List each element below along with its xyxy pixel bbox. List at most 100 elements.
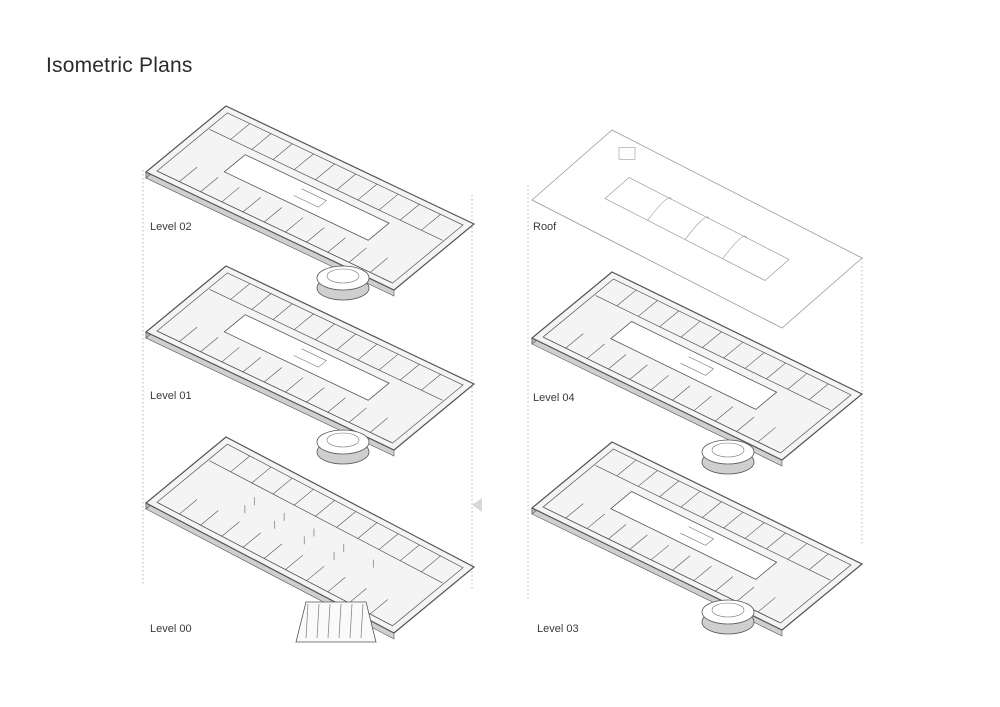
room-partition (565, 503, 584, 519)
room-partition (723, 511, 744, 529)
roof-arch (647, 197, 672, 221)
room-partition (200, 176, 219, 192)
room-partition (230, 455, 251, 473)
plan-roof (531, 129, 863, 329)
room-partition (766, 532, 786, 550)
room-partition (336, 511, 356, 528)
room-partition (672, 555, 691, 571)
corridor-wall (209, 289, 443, 401)
floor-slab (144, 436, 476, 634)
section-marker-icon (472, 498, 482, 512)
room-partition (638, 300, 658, 317)
rotunda-seating (711, 442, 745, 458)
room-partition (315, 500, 335, 517)
room-partition (744, 352, 765, 369)
room-partition (285, 217, 304, 233)
roof-unit (618, 147, 636, 160)
inner-perimeter (156, 112, 464, 284)
room-partition (608, 354, 627, 370)
room-partition (251, 133, 272, 150)
room-partition (629, 534, 648, 550)
room-partition (242, 357, 261, 373)
room-partition (421, 374, 441, 391)
inner-perimeter (156, 272, 464, 444)
room-partition (327, 397, 346, 413)
room-partition (808, 553, 829, 570)
level-03-label: Level 03 (537, 623, 579, 635)
room-partition (586, 343, 605, 359)
room-partition (272, 477, 293, 495)
room-partition (736, 416, 755, 432)
room-partition (285, 554, 304, 570)
room-partition (179, 499, 198, 515)
room-partition (369, 417, 388, 433)
room-partition (242, 532, 261, 548)
room-partition (221, 187, 240, 203)
room-partition (638, 470, 658, 487)
inner-perimeter (542, 278, 852, 454)
corridor-wall (544, 337, 780, 453)
ramp (293, 348, 327, 368)
room-partition (702, 501, 722, 518)
corridor-wall (158, 331, 392, 443)
courtyard (610, 321, 778, 410)
room-partition (336, 173, 356, 191)
room-partition (680, 491, 701, 508)
room-partition (787, 373, 808, 390)
room-partition (285, 377, 304, 393)
room-partition (715, 576, 733, 592)
room-partition (264, 543, 282, 559)
room-partition (230, 123, 251, 140)
room-partition (659, 480, 679, 497)
room-partition (294, 153, 314, 170)
room-partition (757, 597, 776, 613)
room-partition (565, 333, 584, 349)
courtyard (223, 314, 390, 401)
room-partition (693, 565, 712, 581)
porch-column (327, 603, 331, 639)
roof-arch (684, 216, 710, 240)
plan-level-00 (144, 436, 476, 643)
skylight (604, 177, 790, 281)
inner-perimeter (156, 443, 464, 627)
room-partition (294, 489, 314, 506)
floor-plans (144, 105, 864, 643)
room-partition (369, 599, 388, 615)
room-partition (421, 555, 441, 573)
room-partition (616, 289, 637, 307)
rotunda-seating (711, 602, 745, 618)
corridor-wall (209, 460, 443, 584)
room-partition (378, 353, 399, 371)
room-partition (693, 395, 712, 411)
alignment-guides (142, 170, 863, 600)
plan-level-04 (530, 271, 864, 475)
room-partition (179, 326, 198, 342)
room-partition (315, 163, 335, 180)
plan-level-01 (144, 265, 476, 465)
corridor-wall (209, 129, 443, 241)
rotunda (316, 265, 370, 291)
floor-slab (531, 129, 863, 329)
room-partition (200, 510, 219, 526)
room-partition (357, 343, 378, 361)
room-partition (357, 522, 378, 539)
room-partition (348, 588, 367, 604)
plan-level-02 (144, 105, 476, 301)
room-partition (680, 321, 701, 338)
room-partition (242, 197, 261, 213)
room-partition (179, 166, 198, 182)
rotunda (701, 599, 755, 625)
rotunda (701, 439, 755, 465)
section-markers (472, 498, 482, 512)
ramp (680, 356, 715, 376)
courtyard (610, 491, 778, 580)
room-partition (306, 565, 325, 581)
room-partition (715, 406, 733, 422)
room-partition (327, 237, 346, 253)
room-partition (348, 407, 367, 423)
room-partition (200, 336, 219, 352)
porch-column (305, 603, 309, 639)
room-partition (421, 214, 441, 231)
room-partition (315, 323, 335, 340)
